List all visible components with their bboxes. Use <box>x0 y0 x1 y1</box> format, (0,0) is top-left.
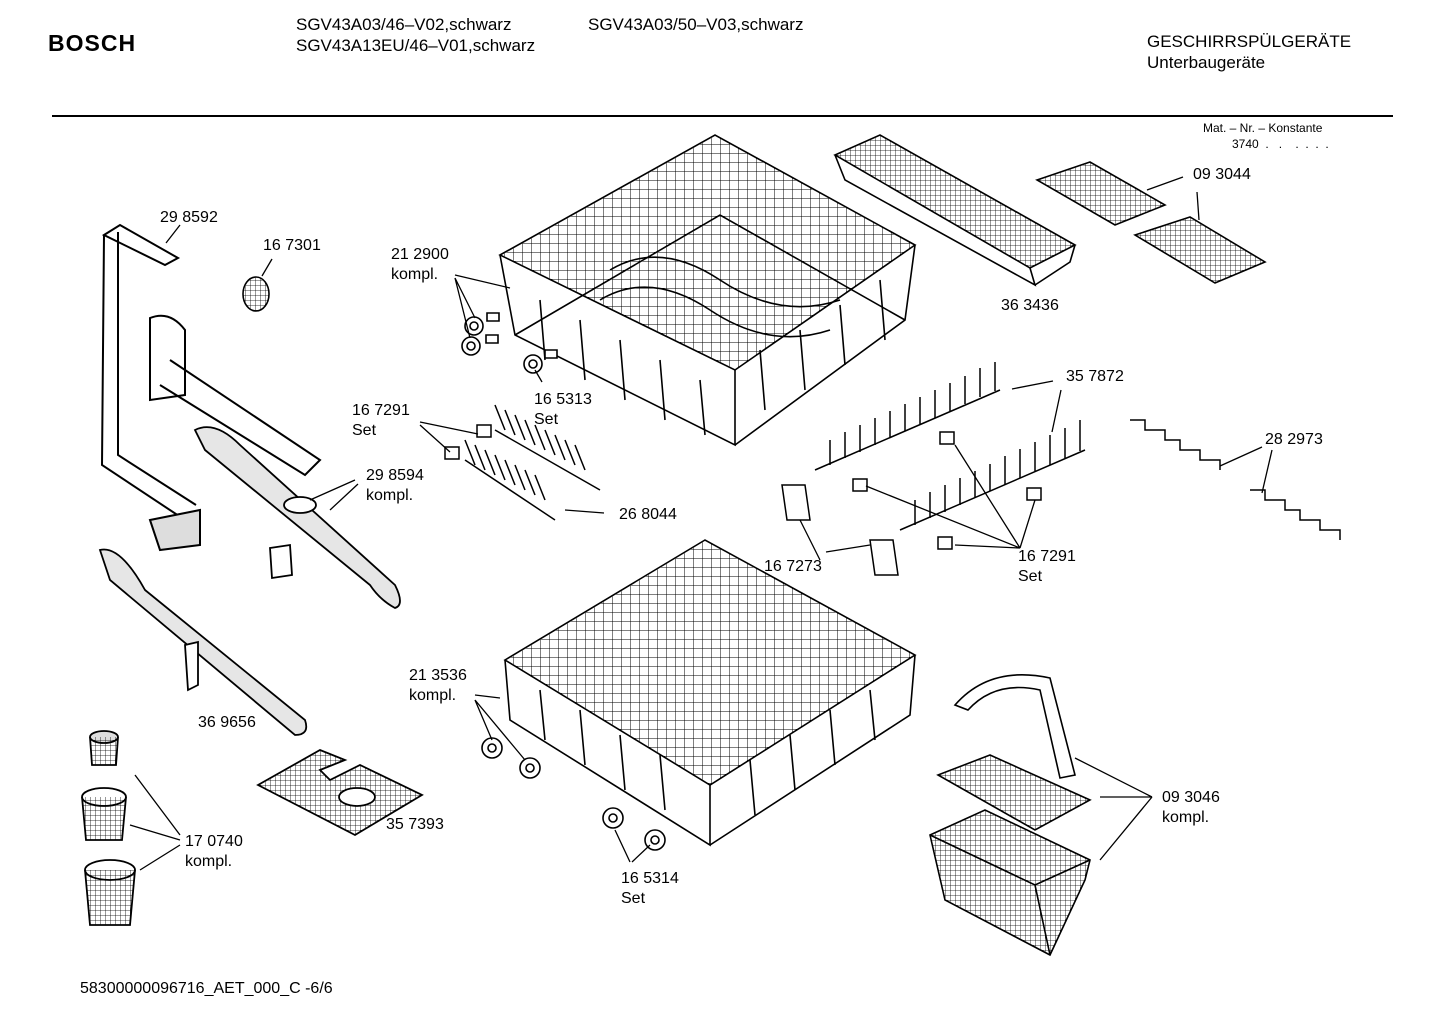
part-qualifier: Set <box>352 422 377 439</box>
brand-logo: BOSCH <box>48 30 137 56</box>
part-qualifier: Set <box>1018 568 1043 585</box>
part-number: 17 0740 <box>185 833 243 850</box>
part-label-170740: 17 0740 kompl. <box>185 832 243 872</box>
part-label-167291-upper: 16 7291 Set <box>352 401 410 441</box>
part-number: 28 2973 <box>1265 431 1323 448</box>
part-number: 16 7273 <box>764 558 822 575</box>
lower-tine-rows <box>815 362 1085 549</box>
document-id: 58300000096716_AET_000_C -6/6 <box>80 980 333 997</box>
upper-basket <box>500 135 915 445</box>
part-qualifier: Set <box>534 411 559 428</box>
cutlery-basket <box>930 675 1090 955</box>
stepped-racks <box>1130 420 1340 540</box>
part-qualifier: kompl. <box>409 687 457 704</box>
part-number: 26 8044 <box>619 506 677 523</box>
upper-basket-rollers <box>524 350 557 373</box>
part-label-165314: 16 5314 Set <box>621 869 679 909</box>
part-qualifier: Set <box>621 890 646 907</box>
part-qualifier: kompl. <box>1162 809 1210 826</box>
filter-set <box>82 731 135 925</box>
part-label-167273: 16 7273 <box>764 557 822 577</box>
cutlery-tray-top <box>835 135 1075 285</box>
part-number: 16 7291 <box>352 402 410 419</box>
spray-pipe <box>102 225 320 550</box>
part-label-167291-lower: 16 7291 Set <box>1018 547 1076 587</box>
sump-plate <box>258 750 422 835</box>
part-number: 29 8592 <box>160 209 218 226</box>
part-label-357872: 35 7872 <box>1066 367 1124 387</box>
spray-nozzle <box>243 277 269 311</box>
upper-spray-arm <box>195 427 400 608</box>
category-block: GESCHIRRSPÜLGERÄTE Unterbaugeräte <box>1147 31 1351 73</box>
upper-tine-rows <box>445 405 600 520</box>
leader-lines <box>130 177 1272 870</box>
part-number: 16 5314 <box>621 870 679 887</box>
model-name: SGV43A03/46–V02,schwarz <box>296 15 512 34</box>
part-number: 29 8594 <box>366 467 424 484</box>
part-label-363436: 36 3436 <box>1001 296 1059 316</box>
part-label-268044: 26 8044 <box>619 505 677 525</box>
lower-spray-arm <box>100 550 306 736</box>
subcategory-title: Unterbaugeräte <box>1147 53 1266 72</box>
part-number: 36 9656 <box>198 714 256 731</box>
part-label-093044: 09 3044 <box>1193 165 1251 185</box>
part-number: 09 3044 <box>1193 166 1251 183</box>
part-label-167301: 16 7301 <box>263 236 321 256</box>
part-qualifier: kompl. <box>185 853 233 870</box>
part-label-298592: 29 8592 <box>160 208 218 228</box>
mat-number-header: Mat. – Nr. – Konstante <box>1203 121 1323 135</box>
model-list-right: SGV43A03/50–V03,schwarz <box>588 14 803 35</box>
lower-basket-wheels <box>482 738 665 850</box>
part-number: 21 2900 <box>391 246 449 263</box>
part-number: 36 3436 <box>1001 297 1059 314</box>
part-number: 35 7872 <box>1066 368 1124 385</box>
shelf-grilles <box>1037 162 1265 283</box>
mat-number-value: 3740 . . . . . . <box>1232 137 1329 151</box>
part-label-298594: 29 8594 kompl. <box>366 466 424 506</box>
part-qualifier: kompl. <box>366 487 414 504</box>
upper-basket-wheels <box>462 313 499 355</box>
part-label-369656: 36 9656 <box>198 713 256 733</box>
model-name: SGV43A13EU/46–V01,schwarz <box>296 36 536 55</box>
rack-clips <box>782 485 898 575</box>
part-label-165313: 16 5313 Set <box>534 390 592 430</box>
model-list-left: SGV43A03/46–V02,schwarz SGV43A13EU/46–V0… <box>296 14 535 56</box>
part-label-212900: 21 2900 kompl. <box>391 245 449 285</box>
part-label-357393: 35 7393 <box>386 815 444 835</box>
model-name: SGV43A03/50–V03,schwarz <box>588 15 804 34</box>
lower-basket <box>505 540 915 845</box>
header-divider <box>52 115 1393 117</box>
part-number: 35 7393 <box>386 816 444 833</box>
part-label-093046: 09 3046 kompl. <box>1162 788 1220 828</box>
part-qualifier: kompl. <box>391 266 439 283</box>
part-label-213536: 21 3536 kompl. <box>409 666 467 706</box>
category-title: GESCHIRRSPÜLGERÄTE <box>1147 32 1352 51</box>
part-label-282973: 28 2973 <box>1265 430 1323 450</box>
part-number: 16 5313 <box>534 391 592 408</box>
part-number: 16 7291 <box>1018 548 1076 565</box>
part-number: 16 7301 <box>263 237 321 254</box>
part-number: 09 3046 <box>1162 789 1220 806</box>
part-number: 21 3536 <box>409 667 467 684</box>
